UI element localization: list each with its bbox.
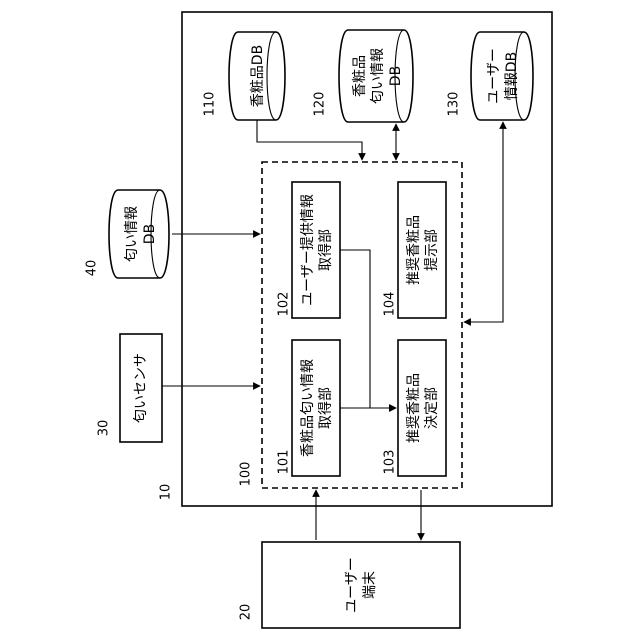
db-120-cosmetic-scent-db: 香粧品 匂い情報 DB bbox=[339, 30, 413, 122]
user-terminal-box bbox=[262, 542, 460, 628]
ref-db-120: 120 bbox=[313, 92, 328, 117]
ref-db-130: 130 bbox=[447, 92, 462, 117]
user-terminal-label-line-1: ユーザー bbox=[344, 557, 360, 613]
unit-104-label-line-1: 推奨香粧品 bbox=[406, 215, 422, 285]
db-120-label-line-2: 匂い情報 bbox=[370, 48, 386, 104]
db-130-user-info-db: ユーザー 情報DB bbox=[471, 32, 533, 120]
db-130-label-line-2: 情報DB bbox=[504, 52, 520, 100]
ref-system: 10 bbox=[159, 484, 174, 501]
unit-104-label-line-2: 提示部 bbox=[424, 229, 440, 271]
db-40-label-line-2: DB bbox=[142, 224, 158, 244]
ref-unit-103: 103 bbox=[383, 450, 398, 475]
unit-103-label-line-1: 推奨香粧品 bbox=[406, 373, 422, 443]
ref-unit-102: 102 bbox=[277, 292, 292, 317]
unit-101-label-line-1: 香粧品匂い情報 bbox=[300, 359, 316, 457]
unit-102-label-line-2: 取得部 bbox=[317, 229, 334, 271]
db-120-label-line-3: DB bbox=[388, 66, 404, 86]
user-terminal-label-line-2: 端末 bbox=[362, 571, 378, 599]
unit-103-label-line-2: 決定部 bbox=[424, 387, 440, 429]
db-40-scent-info-db: 匂い情報 DB bbox=[109, 190, 169, 278]
ref-apparatus: 100 bbox=[239, 462, 254, 487]
db-110-cosmetics-db: 香粧品DB bbox=[229, 32, 285, 120]
db-130-label-line-1: ユーザー bbox=[486, 48, 502, 104]
ref-unit-101: 101 bbox=[277, 450, 292, 475]
unit-102-label-line-1: ユーザー提供情報 bbox=[300, 194, 316, 306]
unit-101-label-line-2: 取得部 bbox=[317, 387, 334, 429]
ref-scent-db: 40 bbox=[85, 260, 100, 277]
ref-sensor: 30 bbox=[97, 420, 112, 437]
ref-unit-104: 104 bbox=[383, 292, 398, 317]
ref-db-110: 110 bbox=[203, 92, 218, 117]
db-120-label-line-1: 香粧品 bbox=[352, 55, 368, 97]
db-110-label: 香粧品DB bbox=[250, 45, 266, 107]
db-40-label-line-1: 匂い情報 bbox=[124, 206, 140, 262]
scent-sensor-label: 匂いセンサ bbox=[133, 353, 149, 423]
ref-terminal: 20 bbox=[239, 604, 254, 621]
